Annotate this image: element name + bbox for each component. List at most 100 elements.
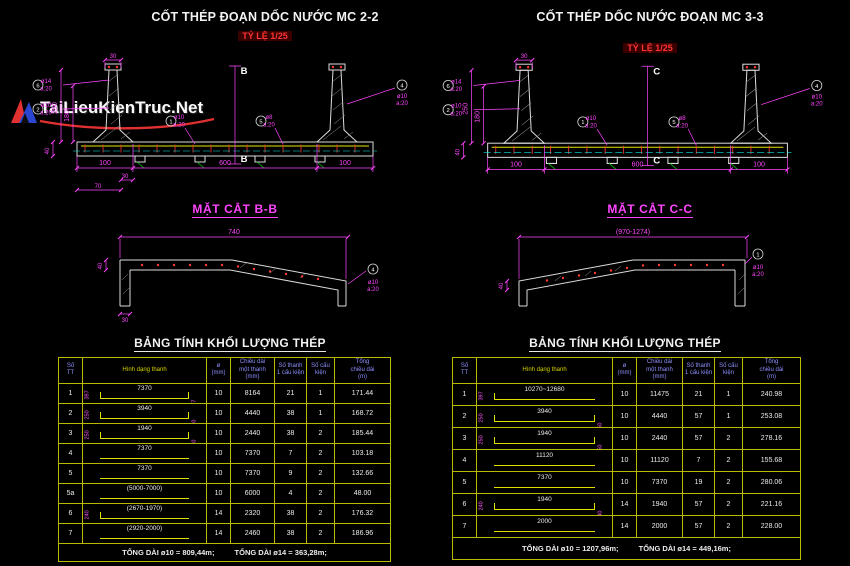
right-title-wrap: CỐT THÉP DỐC NƯỚC ĐOẠN MC 3-3 bbox=[465, 8, 835, 26]
cross-section-left: B B 100 600 100 30 70 30 250 180 40 6 ø1… bbox=[32, 54, 408, 193]
dim-30-hook: 30 bbox=[122, 318, 129, 324]
rebar-spacing: a:20 bbox=[676, 123, 688, 129]
bar-shape-cell: (5000-7000) bbox=[82, 482, 207, 504]
dim-180: 180 bbox=[474, 111, 482, 123]
base-slab bbox=[483, 142, 792, 170]
left-table-title-wrap: BẢNG TÍNH KHỐI LƯỢNG THÉP bbox=[70, 334, 390, 352]
table-row: 23940250250104440381168.72 bbox=[58, 402, 391, 424]
rebar-marker: 6 bbox=[36, 83, 39, 89]
col-dia: ø (mm) bbox=[206, 357, 231, 384]
col-units: Số cấu kiện bbox=[306, 357, 335, 384]
watermark-text: TaiLieuKienTruc.Net bbox=[40, 98, 204, 117]
rebar-label: ø8 bbox=[679, 116, 687, 122]
rebar-spacing: a:20 bbox=[585, 123, 597, 129]
rebar-label: ø10 bbox=[753, 265, 764, 271]
section-cut-line: C C bbox=[641, 65, 660, 166]
rebar-labels: 4 ø10 a:20 bbox=[347, 263, 379, 293]
right-scale-wrap: TỶ LỆ 1/25 bbox=[465, 38, 835, 56]
right-wall bbox=[315, 63, 359, 143]
left-scale-wrap: TỶ LỆ 1/25 bbox=[85, 26, 445, 44]
rebar-spacing: a:20 bbox=[173, 123, 185, 129]
total-d14: TỔNG DÀI ø14 = 363,28m; bbox=[234, 547, 327, 557]
rebar-marker: 1 bbox=[169, 119, 172, 125]
bar-shape-cell: (2920-2000) bbox=[82, 522, 207, 544]
rebar-marker: 4 bbox=[400, 83, 404, 89]
rebar-marker: 4 bbox=[815, 84, 819, 90]
dim-70-heel: 70 bbox=[95, 184, 102, 190]
rebar-marker: 6 bbox=[447, 84, 450, 90]
table-footer: TỔNG DÀI ø10 = 1207,96m; TỔNG DÀI ø14 = … bbox=[452, 536, 801, 560]
rebar-label: ø10 bbox=[174, 115, 185, 121]
right-table-title: BẢNG TÍNH KHỐI LƯỢNG THÉP bbox=[529, 336, 721, 352]
dim-970-1274: (970-1274) bbox=[616, 229, 650, 236]
rebar-label: ø14 bbox=[41, 79, 52, 85]
table-header: Số TT Hình dạng thanh ø (mm) Chiều dài m… bbox=[452, 357, 801, 384]
table-body: 17370397397108164211171.4423940250250104… bbox=[58, 382, 391, 544]
left-wall bbox=[91, 63, 135, 143]
rebar-marker: 4 bbox=[371, 267, 375, 273]
watermark-logo-icon bbox=[11, 99, 37, 123]
col-no: Số TT bbox=[58, 357, 83, 384]
left-table-title: BẢNG TÍNH KHỐI LƯỢNG THÉP bbox=[134, 336, 326, 352]
col-dia: ø (mm) bbox=[612, 357, 637, 384]
cross-section-right: C C 100 600 100 30 250 180 40 6 ø14 a:20… bbox=[442, 54, 823, 174]
rebar-label: ø8 bbox=[265, 115, 273, 121]
col-total: Tổng chiều dài (m) bbox=[334, 357, 391, 384]
col-shape: Hình dạng thanh bbox=[476, 357, 613, 384]
right-scale-label: TỶ LỆ 1/25 bbox=[623, 43, 677, 53]
right-section-title-wrap: MẶT CẮT C-C bbox=[500, 200, 800, 218]
rebar-spacing: a:20 bbox=[263, 123, 275, 129]
col-per-unit: Số thanh 1 cấu kiện bbox=[274, 357, 307, 384]
bar-shape-cell: 7370 bbox=[82, 442, 207, 464]
left-scale-label: TỶ LỆ 1/25 bbox=[238, 31, 292, 41]
table-footer: TỔNG DÀI ø10 = 809,44m; TỔNG DÀI ø14 = 3… bbox=[58, 542, 391, 562]
rebar-label: ø10 bbox=[368, 280, 379, 286]
table-header: Số TT Hình dạng thanh ø (mm) Chiều dài m… bbox=[58, 357, 391, 384]
dimensions: 740 40 30 bbox=[98, 229, 351, 324]
dim-600: 600 bbox=[219, 160, 231, 167]
col-units: Số cấu kiện bbox=[714, 357, 743, 384]
table-row: 31940250250102440382185.44 bbox=[58, 422, 391, 444]
section-cut-line: B B bbox=[229, 65, 248, 165]
total-d10: TỔNG DÀI ø10 = 809,44m; bbox=[122, 547, 215, 557]
dim-100-right: 100 bbox=[753, 160, 765, 168]
left-drawing-title: CỐT THÉP ĐOẠN DỐC NƯỚC MC 2-2 bbox=[151, 10, 379, 24]
dim-100-left: 100 bbox=[99, 160, 111, 167]
watermark-swoosh bbox=[39, 117, 215, 130]
dim-740: 740 bbox=[228, 229, 240, 236]
rebar-labels: 1 ø10 a:20 bbox=[744, 248, 764, 278]
slab-profile bbox=[119, 259, 347, 307]
dim-40-slab: 40 bbox=[455, 148, 461, 155]
bar-shape-cell: (2670-1970)240 bbox=[82, 502, 207, 524]
rebar-label: ø10 bbox=[41, 103, 52, 109]
total-d10: TỔNG DÀI ø10 = 1207,96m; bbox=[522, 543, 619, 553]
cut-letter-bottom: B bbox=[241, 154, 248, 165]
rebar-labels: 6 ø14 a:20 2 ø10 a:20 1 ø10 a:20 5 ø8 a:… bbox=[32, 79, 408, 145]
steel-table-left: Số TT Hình dạng thanh ø (mm) Chiều dài m… bbox=[58, 357, 391, 562]
rebar-label: ø14 bbox=[451, 79, 462, 85]
cut-letter-bottom: C bbox=[653, 155, 660, 166]
table-row: 17370397397108164211171.44 bbox=[58, 382, 391, 404]
dim-40-thk: 40 bbox=[499, 282, 505, 289]
col-no: Số TT bbox=[452, 357, 477, 384]
rebar-marker: 2 bbox=[447, 108, 450, 114]
rebar-spacing: a:20 bbox=[367, 287, 379, 293]
left-wall bbox=[502, 63, 546, 144]
dim-30-cap: 30 bbox=[521, 54, 528, 60]
left-title-wrap: CỐT THÉP ĐOẠN DỐC NƯỚC MC 2-2 bbox=[85, 8, 445, 26]
